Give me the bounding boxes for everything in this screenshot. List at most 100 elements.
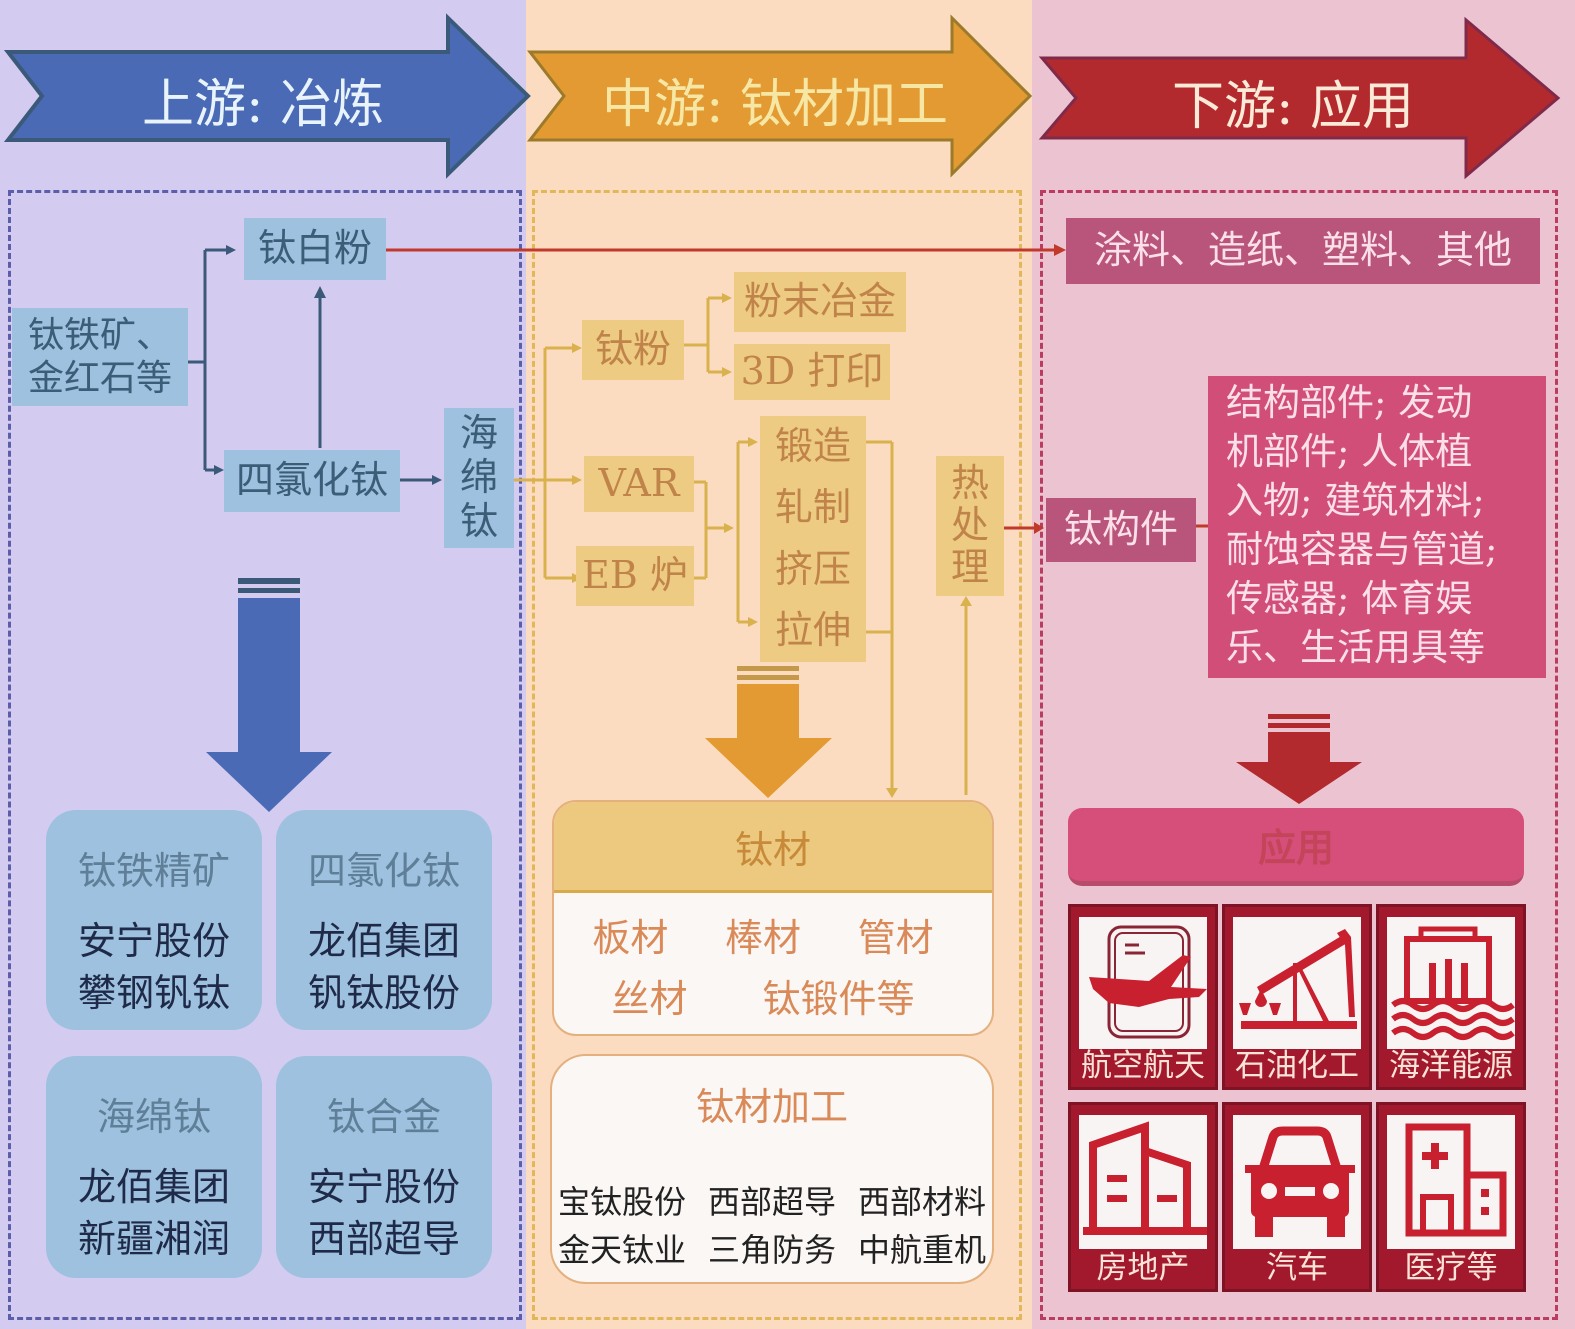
app-label: 汽车 (1266, 1250, 1328, 1286)
processing-row1: 宝钛股份 西部超导 西部材料 (552, 1177, 992, 1223)
sponge-titanium-box: 海 绵 钛 (444, 408, 514, 548)
app-tile-aerospace: 航空航天 (1068, 904, 1218, 1090)
heat-char: 理 (950, 544, 989, 589)
upstream-header-arrow (3, 13, 531, 179)
card-title: 钛合金 (326, 1095, 441, 1139)
company-card-sponge: 海绵钛 龙佰集团 新疆湘润 (46, 1056, 262, 1278)
ti-processing-card: 钛材加工 宝钛股份 西部超导 西部材料 金天钛业 三角防务 中航重机 (550, 1054, 994, 1284)
app-label: 航空航天 (1081, 1048, 1205, 1084)
app-label: 医疗等 (1404, 1250, 1498, 1286)
car-icon (1245, 1126, 1355, 1237)
sponge-char: 绵 (459, 455, 498, 500)
material-item: 丝材 (611, 977, 688, 1021)
midstream-connectors (514, 296, 968, 795)
3d-printing-box: 3D 打印 (734, 344, 890, 400)
company-name: 西部超导 (307, 1217, 460, 1261)
materials-row1: 板材 棒材 管材 (554, 893, 992, 962)
ti-components-box: 钛构件 (1046, 498, 1196, 562)
coatings-box: 涂料、造纸、塑料、其他 (1066, 218, 1540, 284)
company-name: 安宁股份 (77, 919, 230, 963)
arrowhead (314, 286, 326, 298)
eb-furnace-box: EB 炉 (576, 546, 694, 606)
use-line: 入物; 建筑材料; (1226, 479, 1485, 522)
card-title: 海绵钛 (96, 1095, 211, 1139)
company-name: 西部材料 (857, 1183, 986, 1221)
midstream-down-arrow (705, 666, 832, 798)
processing-row2: 金天钛业 三角防务 中航重机 (552, 1225, 992, 1271)
arrowhead (226, 245, 236, 255)
company-name: 龙佰集团 (77, 1165, 230, 1209)
app-tile-ocean-energy: 海洋能源 (1376, 904, 1526, 1090)
use-line: 传感器; 体育娱 (1226, 577, 1473, 620)
downstream-header-arrow (1038, 16, 1561, 180)
upstream-connectors (188, 248, 436, 482)
app-label: 海洋能源 (1389, 1048, 1513, 1084)
midstream-header-arrow (526, 14, 1033, 178)
card-title: 四氯化钛 (307, 849, 460, 893)
company-name: 宝钛股份 (558, 1183, 687, 1221)
card-title: 钛铁精矿 (77, 849, 230, 893)
ticl4-box: 四氯化钛 (224, 450, 400, 512)
material-item: 板材 (592, 916, 669, 960)
material-item: 管材 (857, 916, 934, 960)
sponge-char: 海 (459, 411, 498, 456)
midstream-title: 中游: 钛材加工 (602, 75, 949, 135)
raw-ore-line2: 金红石等 (27, 358, 172, 399)
card-companies: 安宁股份 西部超导 (276, 1161, 492, 1265)
company-name: 钒钛股份 (307, 971, 460, 1015)
sponge-char: 钛 (459, 498, 498, 543)
app-tile-medical: 医疗等 (1376, 1102, 1526, 1292)
ti-materials-title: 钛材 (554, 802, 992, 893)
heat-char: 热 (950, 461, 989, 506)
company-name: 安宁股份 (307, 1165, 460, 1209)
downstream-dashed-frame (1040, 190, 1558, 1320)
app-tile-automotive: 汽车 (1222, 1102, 1372, 1292)
tio2-box: 钛白粉 (244, 218, 386, 280)
ti-powder-box: 钛粉 (582, 320, 684, 380)
process-drawing: 拉伸 (774, 608, 851, 653)
company-name: 三角防务 (707, 1231, 836, 1269)
process-extrusion: 挤压 (774, 546, 851, 591)
company-name: 攀钢钒钛 (77, 971, 230, 1015)
card-companies: 安宁股份 攀钢钒钛 (46, 915, 262, 1019)
company-card-ilmenite: 钛铁精矿 安宁股份 攀钢钒钛 (46, 810, 262, 1030)
raw-ore-line1: 钛铁矿、 (27, 314, 172, 356)
var-box: VAR (584, 456, 694, 512)
material-item: 棒材 (724, 916, 801, 960)
app-tile-petrochemical: 石油化工 (1222, 904, 1372, 1090)
company-card-alloy: 钛合金 安宁股份 西部超导 (276, 1056, 492, 1278)
company-name: 金天钛业 (558, 1231, 687, 1269)
app-tile-real-estate: 房地产 (1068, 1102, 1218, 1292)
material-item: 钛锻件等 (762, 977, 915, 1021)
ocean-building-icon (1391, 926, 1515, 1040)
use-line: 机部件; 人体植 (1226, 430, 1473, 473)
hospital-icon (1405, 1123, 1507, 1237)
midstream-dashed-frame (532, 190, 1022, 1320)
raw-ore-box: 钛铁矿、 金红石等 (12, 308, 188, 406)
company-name: 西部超导 (707, 1183, 836, 1221)
use-line: 耐蚀容器与管道; (1226, 528, 1498, 571)
arrowhead (1054, 244, 1066, 256)
component-uses-box: 结构部件; 发动 机部件; 人体植 入物; 建筑材料; 耐蚀容器与管道; 传感器… (1208, 376, 1546, 678)
use-line: 结构部件; 发动 (1226, 381, 1473, 424)
company-name: 龙佰集团 (307, 919, 460, 963)
company-card-ticl4: 四氯化钛 龙佰集团 钒钛股份 (276, 810, 492, 1030)
oil-pump-icon (1239, 929, 1357, 1029)
downstream-title: 下游: 应用 (1172, 77, 1415, 137)
app-label: 石油化工 (1235, 1048, 1359, 1084)
powder-metallurgy-box: 粉末冶金 (734, 272, 906, 332)
downstream-down-arrow (1236, 714, 1362, 804)
app-label: 房地产 (1096, 1250, 1190, 1286)
airplane-icon (1089, 925, 1207, 1039)
applications-title: 应用 (1068, 808, 1524, 886)
arrowhead (214, 465, 224, 475)
upstream-dashed-frame (8, 190, 522, 1320)
heat-char: 处 (950, 503, 989, 548)
arrowhead (432, 475, 442, 485)
use-line: 乐、生活用具等 (1226, 626, 1485, 669)
card-companies: 龙佰集团 新疆湘润 (46, 1161, 262, 1265)
heat-treatment-box: 热 处 理 (936, 456, 1004, 596)
process-rolling: 轧制 (774, 485, 851, 530)
ti-processing-title: 钛材加工 (695, 1085, 848, 1129)
